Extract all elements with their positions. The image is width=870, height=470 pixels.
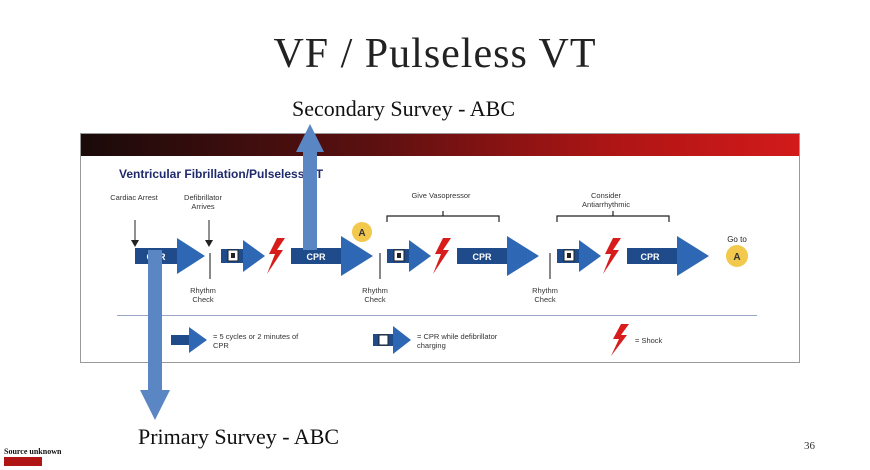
cpr-arrow-2: CPR (291, 236, 373, 276)
airway-badge-label: A (733, 252, 740, 263)
slide-title: VF / Pulseless VT (273, 31, 597, 77)
label-defibrillator-arrives: Defibrillator Arrives (184, 193, 222, 211)
label-rhythm-check-1: Rhythm Check (190, 286, 216, 304)
cpr-label: CPR (472, 252, 492, 262)
shock-bolt-icon (603, 238, 621, 274)
cpr-arrow-3: CPR (457, 236, 539, 276)
legend-shock-text: = Shock (635, 336, 663, 345)
rhythm-check-divider (549, 253, 551, 279)
shock-bolt-icon (267, 238, 285, 274)
rhythm-check-divider (379, 253, 381, 279)
go-to-label: Go to (727, 235, 747, 244)
primary-survey-arrow (140, 250, 170, 420)
shock-bolt-icon (433, 238, 451, 274)
legend-charging-text: = CPR while defibrillator charging (417, 332, 498, 350)
rhythm-check-divider (209, 253, 211, 279)
cpr-label: CPR (306, 252, 326, 262)
cpr-arrow-4: CPR (627, 236, 709, 276)
cpr-label: CPR (640, 252, 660, 262)
page-number: 36 (804, 440, 815, 452)
secondary-survey-label: Secondary Survey - ABC (292, 96, 516, 121)
label-consider-antiarrhythmic: Consider Antiarrhythmic (582, 191, 630, 209)
label-rhythm-check-3: Rhythm Check (532, 286, 558, 304)
footer-logo (4, 457, 42, 466)
label-rhythm-check-2: Rhythm Check (362, 286, 388, 304)
legend-cpr-arrow-icon (171, 327, 207, 353)
algorithm-flow-diagram: CPR CPR A CPR (131, 211, 748, 356)
label-give-vasopressor: Give Vasopressor (411, 191, 471, 200)
algorithm-title: Ventricular Fibrillation/Pulseless VT (119, 167, 324, 181)
charging-arrow-2 (387, 240, 431, 272)
legend-charging-arrow-icon (373, 326, 411, 354)
airway-badge-icon: A (352, 222, 372, 242)
label-cardiac-arrest: Cardiac Arrest (110, 193, 158, 202)
charging-arrow-1 (221, 240, 265, 272)
charging-arrow-3 (557, 240, 601, 272)
primary-survey-label: Primary Survey - ABC (138, 424, 340, 449)
secondary-survey-arrow (296, 124, 324, 250)
algorithm-panel: Ventricular Fibrillation/Pulseless VT Ca… (80, 133, 800, 363)
airway-goto-badge-icon: A (726, 245, 748, 267)
vasopressor-bracket (386, 211, 500, 222)
defib-pointer-arrow (205, 220, 213, 247)
legend-cpr-text: = 5 cycles or 2 minutes of CPR (213, 332, 299, 350)
arrest-pointer-arrow (131, 220, 139, 247)
antiarrhythmic-bracket (556, 211, 670, 222)
airway-badge-label: A (358, 228, 365, 239)
source-caption: Source unknown (4, 447, 62, 456)
legend-shock-icon (611, 324, 629, 356)
algorithm-header-bar (81, 134, 799, 156)
legend-divider (117, 315, 757, 316)
